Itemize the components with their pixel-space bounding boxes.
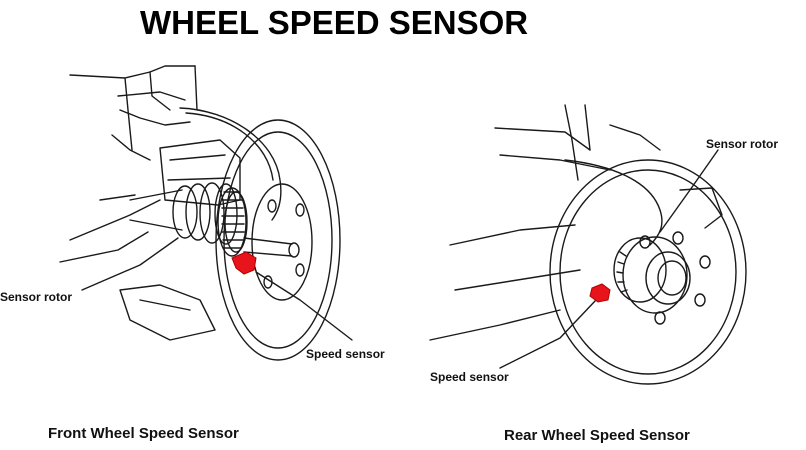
page-title: WHEEL SPEED SENSOR [140,4,529,41]
rear-sensor-rotor-label: Sensor rotor [706,137,779,151]
rear-speed-sensor-highlight [589,283,611,303]
front-caption: Front Wheel Speed Sensor [48,425,239,442]
front-speed-sensor-highlight [231,251,257,275]
rear-caption: Rear Wheel Speed Sensor [504,427,690,444]
front-wheel-assembly [59,65,353,361]
front-sensor-rotor-label: Sensor rotor [0,290,73,304]
rear-wheel-assembly [429,104,747,385]
front-speed-sensor-label: Speed sensor [306,347,385,361]
rear-speed-sensor-label: Speed sensor [430,370,509,384]
